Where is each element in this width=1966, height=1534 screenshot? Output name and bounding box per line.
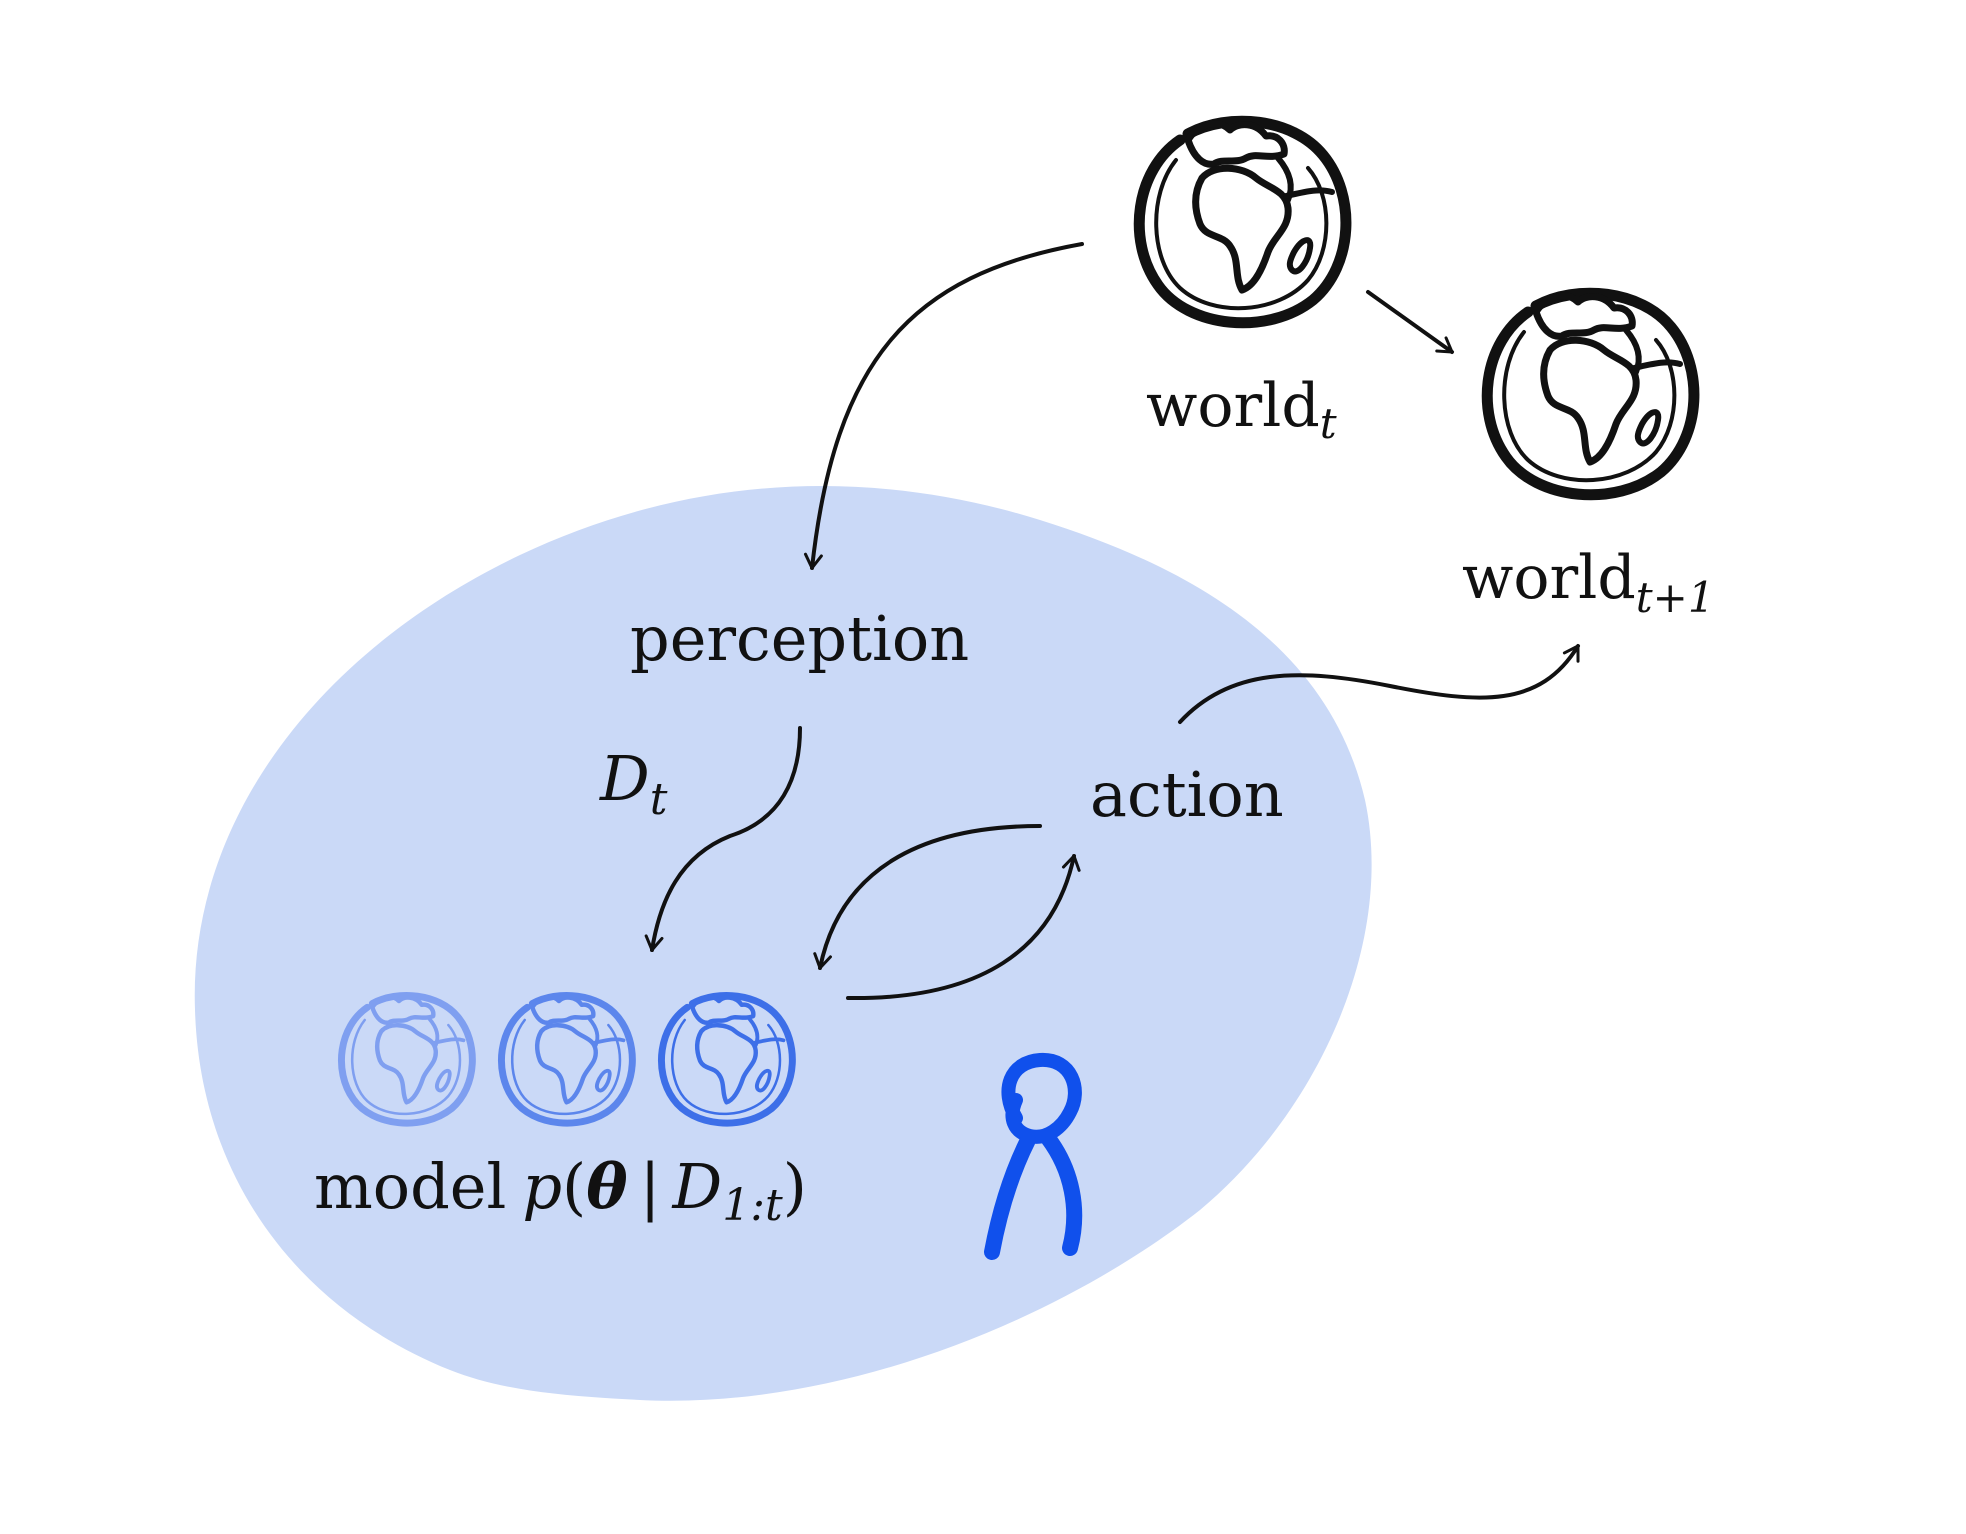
action-to-world-arrow — [1178, 644, 1580, 724]
world-t-label: worldt — [1146, 371, 1337, 448]
agent-region — [194, 486, 1372, 1401]
world-t-globe-icon — [1139, 121, 1346, 323]
world-transition-arrow — [1366, 290, 1454, 354]
perception-label: perception — [630, 602, 969, 675]
model-to-action-arrow — [846, 854, 1081, 1001]
world-t1-globe-icon — [1487, 293, 1694, 495]
action-to-model-arrow — [813, 824, 1042, 970]
data-label: Dt — [599, 742, 668, 825]
person-icon — [984, 1053, 1083, 1260]
world-t1-label: worldt+1 — [1462, 543, 1715, 622]
observation-arrow — [803, 242, 1084, 570]
action-label: action — [1090, 758, 1284, 831]
data-arrow — [644, 726, 802, 952]
